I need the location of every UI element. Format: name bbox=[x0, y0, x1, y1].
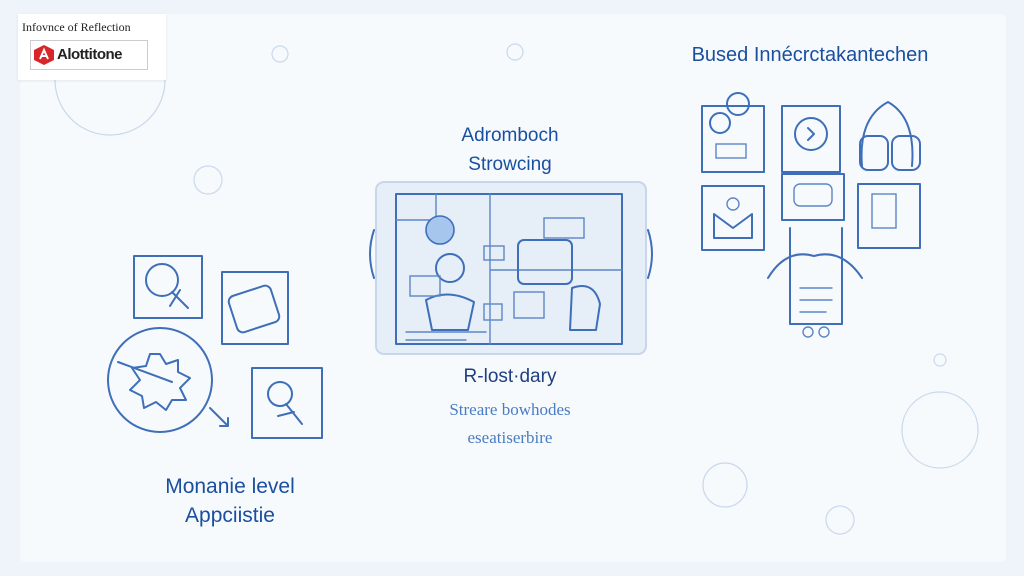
box-icon bbox=[517, 239, 573, 285]
gadget-card-icon bbox=[221, 271, 289, 345]
search-doc-card-icon bbox=[251, 367, 323, 439]
center-label: R-lost·dary bbox=[463, 366, 557, 387]
center-screen-diagram bbox=[369, 181, 653, 355]
logo-mark-icon bbox=[34, 45, 54, 65]
logo-caption: Infovnce of Reflection bbox=[22, 20, 131, 34]
logo-name: Alottitone bbox=[57, 46, 122, 63]
left-bracket-icon bbox=[369, 229, 375, 279]
wrench-icon bbox=[117, 361, 173, 383]
headset-icon bbox=[860, 101, 914, 167]
monitor-icon bbox=[781, 173, 845, 221]
bulb-icon bbox=[425, 215, 455, 245]
top-right-title: Bused Innécrctakantechen bbox=[691, 44, 929, 66]
left-title-line1: Monanie level bbox=[165, 475, 295, 498]
screen-inner bbox=[395, 193, 623, 345]
device-icons-cluster bbox=[701, 92, 921, 338]
gear-icon bbox=[129, 353, 191, 411]
gear-circle-icon bbox=[107, 327, 213, 433]
search-card-icon bbox=[133, 255, 203, 319]
power-device-icon bbox=[781, 105, 841, 173]
center-subtitle-line1: Streare bowhodes bbox=[449, 400, 571, 419]
mail-card-icon bbox=[701, 185, 765, 251]
bowl-icon bbox=[425, 293, 475, 331]
stand-icon bbox=[789, 227, 843, 325]
bag-icon bbox=[569, 285, 601, 331]
tablet-card-icon bbox=[701, 105, 765, 173]
logo-badge[interactable]: Alottitone bbox=[30, 40, 148, 70]
left-title-line2: Appciistie bbox=[185, 504, 275, 527]
left-icons-cluster bbox=[107, 255, 323, 439]
center-title-line1: Adromboch bbox=[461, 125, 559, 146]
center-subtitle-line2: eseatiserbire bbox=[467, 428, 553, 447]
document-card-icon bbox=[857, 183, 921, 249]
center-title-line2: Strowcing bbox=[468, 154, 552, 175]
screen-frame bbox=[375, 181, 647, 355]
right-bracket-icon bbox=[647, 229, 653, 279]
